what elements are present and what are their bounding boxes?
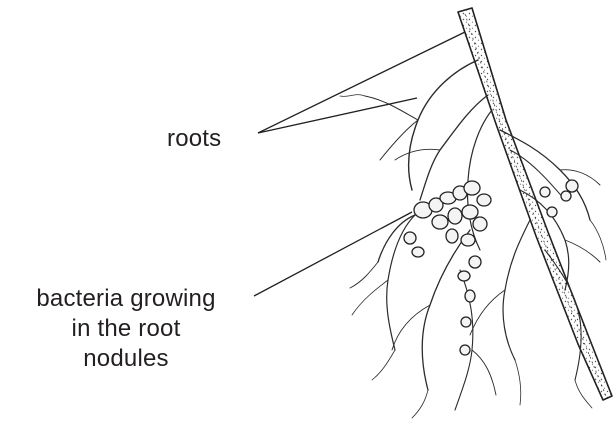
- bacteria-leader-line: [254, 212, 412, 296]
- roots-leader-line-lateral: [258, 98, 417, 133]
- bacteria-label-line-2: in the root: [10, 314, 242, 344]
- bacteria-label-line-1: bacteria growing: [10, 284, 242, 314]
- bacteria-label: bacteria growing in the root nodules: [10, 284, 242, 374]
- roots-label: roots: [167, 124, 221, 154]
- roots-leader-line-taproot: [258, 32, 465, 133]
- bacteria-label-line-3: nodules: [10, 344, 242, 374]
